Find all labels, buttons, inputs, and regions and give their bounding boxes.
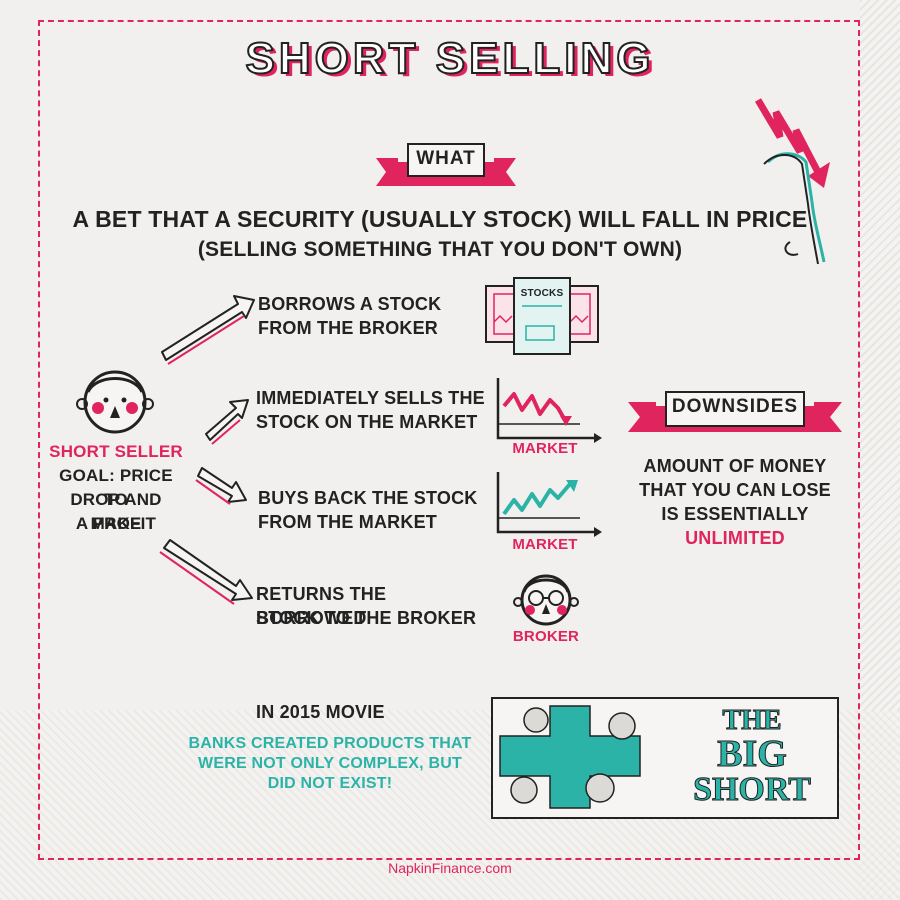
arrow-step-2-icon	[205, 399, 249, 441]
dashed-border	[38, 20, 860, 860]
downsides-banner-label: DOWNSIDES	[671, 396, 799, 417]
short-seller-goal-2: DROP AND MAKE	[70, 490, 162, 533]
broker-label: BROKER	[512, 628, 580, 645]
poster-face-3-icon	[510, 776, 538, 804]
market-falling-chart-icon	[496, 378, 602, 443]
movie-description-line-3: DID NOT EXIST!	[267, 775, 393, 792]
step-2-line-2: STOCK ON THE MARKET	[256, 412, 478, 432]
downsides-line-1: AMOUNT OF MONEY	[643, 456, 827, 476]
step-1-line-2: FROM THE BROKER	[258, 318, 438, 338]
movie-intro: IN 2015 MOVIE	[256, 702, 385, 722]
movie-description-line-2: WERE NOT ONLY COMPLEX, BUT	[198, 755, 462, 772]
step-3-line-2: FROM THE MARKET	[258, 512, 437, 532]
what-banner	[376, 143, 516, 186]
arrows-to-steps	[159, 295, 255, 605]
short-seller-goal-1: GOAL: PRICE TO	[59, 466, 173, 509]
poster-title-line-2: BIG	[717, 733, 788, 775]
market-label-1: MARKET	[512, 440, 578, 457]
poster-face-4-icon	[585, 773, 615, 803]
big-short-poster	[491, 697, 839, 819]
arrow-step-1-icon	[161, 295, 255, 361]
downsides-line-3: IS ESSENTIALLY	[661, 504, 809, 524]
movie-description-line-1: BANKS CREATED PRODUCTS THAT	[188, 735, 472, 752]
downsides-banner	[628, 391, 842, 432]
definition-line-2: (SELLING SOMETHING THAT YOU DON'T OWN)	[197, 238, 683, 261]
step-4-line-1: RETURNS THE BORROWED	[256, 584, 387, 628]
stock-certificate-icon	[485, 277, 599, 355]
step-4-line-2: STOCK TO THE BROKER	[256, 608, 477, 628]
market-label-2: MARKET	[512, 536, 578, 553]
poster-title-line-1: THE	[722, 705, 782, 736]
market-rising-chart-icon	[496, 472, 602, 537]
poster-title-line-3: SHORT	[693, 771, 812, 808]
page-title: SHORT SELLING	[245, 33, 655, 84]
short-seller-label: SHORT SELLER	[49, 442, 183, 461]
arrow-step-4-icon	[163, 539, 253, 601]
broker-face-icon	[513, 574, 579, 626]
definition-line-1: A BET THAT A SECURITY (USUALLY STOCK) WI…	[72, 206, 808, 232]
step-2-line-1: IMMEDIATELY SELLS THE	[256, 388, 485, 408]
downsides-line-2: THAT YOU CAN LOSE	[639, 480, 831, 500]
step-1-line-1: BORROWS A STOCK	[258, 294, 442, 314]
step-3-line-1: BUYS BACK THE STOCK	[258, 488, 478, 508]
downsides-highlight: UNLIMITED	[685, 528, 785, 548]
falling-arrow-hand-icon	[754, 98, 830, 265]
what-banner-label: WHAT	[416, 148, 476, 169]
stocks-label: STOCKS	[520, 288, 564, 299]
footer-site-link[interactable]: NapkinFinance.com	[388, 860, 512, 876]
poster-face-1-icon	[523, 707, 549, 733]
short-seller-goal-3: A PROFIT	[75, 514, 157, 533]
arrow-step-3-icon	[197, 467, 247, 503]
short-seller-face-icon	[76, 370, 154, 434]
poster-face-2-icon	[608, 712, 636, 740]
